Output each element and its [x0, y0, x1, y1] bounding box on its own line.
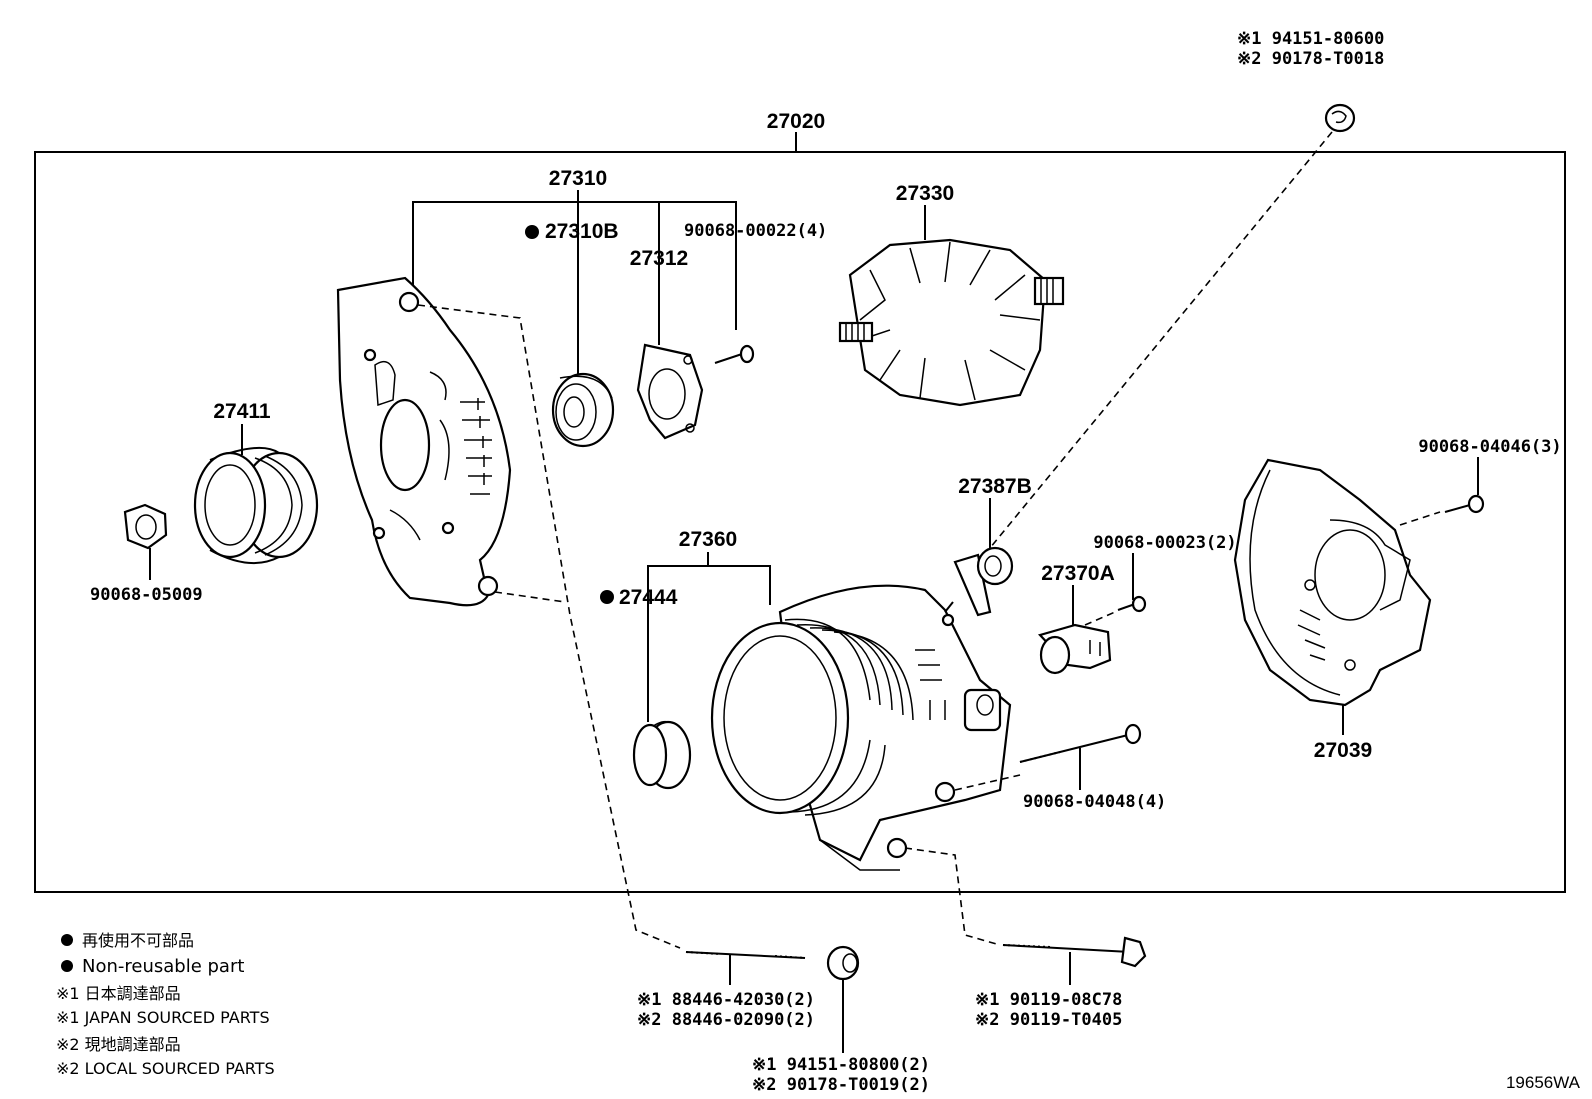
screw-small-icon	[714, 344, 755, 364]
flange-bolt-icon	[1002, 936, 1147, 968]
label-27370A[interactable]: 27370A	[1041, 562, 1115, 585]
label-90068-04046[interactable]: 90068-04046(3)	[1418, 437, 1561, 457]
label-27387B[interactable]: 27387B	[958, 475, 1032, 498]
label-27039[interactable]: 27039	[1314, 739, 1372, 762]
drive-end-frame-icon	[336, 276, 512, 607]
label-27360[interactable]: 27360	[679, 528, 737, 551]
bearing-icon	[551, 372, 615, 448]
collar-icon	[632, 720, 692, 790]
cap-nut-leader-dashed	[989, 131, 1333, 549]
nut-callout-line2[interactable]: ※2 90178-T0019(2)	[752, 1075, 930, 1095]
through-bolt-icon	[1019, 723, 1142, 763]
cap-nut-bottom-icon	[826, 945, 860, 981]
legend-local-jp: ※2 現地調達部品	[56, 1035, 181, 1054]
bracket-27310	[412, 201, 737, 330]
label-90068-00023[interactable]: 90068-00023(2)	[1093, 533, 1236, 553]
non-reusable-dot-27310B	[525, 225, 539, 239]
stator-housing-icon	[710, 584, 1012, 871]
voltage-regulator-icon	[1037, 623, 1112, 675]
stud-icon	[685, 951, 806, 959]
bolt-callout-line1[interactable]: ※1 90119-08C78	[975, 990, 1122, 1010]
stud-callout-line1[interactable]: ※1 88446-42030(2)	[637, 990, 815, 1010]
label-27330[interactable]: 27330	[896, 182, 954, 205]
legend-japan-en: ※1 JAPAN SOURCED PARTS	[56, 1008, 270, 1027]
cap-nut-top-icon	[1324, 103, 1356, 133]
assembly-frame	[34, 151, 1566, 893]
nut-callout-line1[interactable]: ※1 94151-80800(2)	[752, 1055, 930, 1075]
label-27444[interactable]: 27444	[619, 586, 678, 609]
rear-end-cover-icon	[1233, 458, 1432, 707]
bolt-leader-dashed	[904, 847, 1001, 946]
legend-non-reusable-en: Non-reusable part	[82, 956, 244, 977]
label-27411[interactable]: 27411	[213, 400, 271, 423]
legend-local-en: ※2 LOCAL SOURCED PARTS	[56, 1059, 275, 1078]
label-27310B[interactable]: 27310B	[545, 220, 619, 243]
terminal-insulator-icon	[953, 546, 1014, 617]
top-callout-line2[interactable]: ※2 90178-T0018	[1237, 49, 1384, 69]
regulator-screw-icon	[1117, 595, 1147, 613]
pulley-nut-icon	[123, 503, 168, 550]
legend-dot-en	[61, 960, 73, 972]
non-reusable-dot-27444	[600, 590, 614, 604]
assembly-number[interactable]: 27020	[767, 110, 825, 133]
stud-callout-line2[interactable]: ※2 88446-02090(2)	[637, 1010, 815, 1030]
top-callout-line1[interactable]: ※1 94151-80600	[1237, 29, 1384, 49]
legend-dot-jp	[61, 934, 73, 946]
label-90068-00022[interactable]: 90068-00022(4)	[684, 221, 827, 241]
cover-bolt-icon	[1444, 494, 1485, 514]
legend-japan-jp: ※1 日本調達部品	[56, 984, 181, 1003]
label-90068-05009[interactable]: 90068-05009	[90, 585, 203, 605]
legend-non-reusable-jp: 再使用不可部品	[82, 931, 194, 950]
label-27310[interactable]: 27310	[549, 167, 607, 190]
diagram-code: 19656WA	[1506, 1073, 1581, 1092]
label-27312[interactable]: 27312	[630, 247, 688, 270]
bolt-callout-line2[interactable]: ※2 90119-T0405	[975, 1010, 1122, 1030]
rotor-icon	[838, 238, 1065, 407]
label-90068-04048[interactable]: 90068-04048(4)	[1023, 792, 1166, 812]
pulley-icon	[193, 446, 319, 565]
legend: 再使用不可部品 Non-reusable part ※1 日本調達部品 ※1 J…	[56, 931, 275, 1078]
retainer-plate-icon	[636, 343, 704, 440]
